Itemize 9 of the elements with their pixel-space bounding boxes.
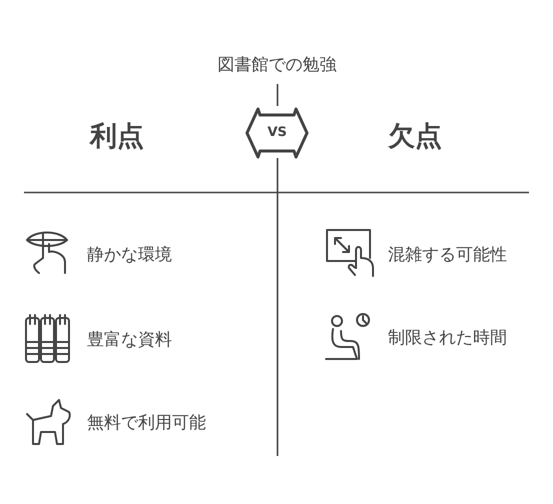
title: 図書館での勉強 [218,55,336,76]
list-item: 無料で利用可能 [87,413,206,434]
list-item: 静かな環境 [87,245,172,266]
vs-label: VS [268,125,287,141]
list-item: 混雑する可能性 [388,245,507,266]
list-item: 制限された時間 [388,328,507,348]
column-heading: 欠点 [388,121,442,154]
list-item: 豊富な資料 [87,330,172,350]
column-heading: 利点 [90,121,144,154]
